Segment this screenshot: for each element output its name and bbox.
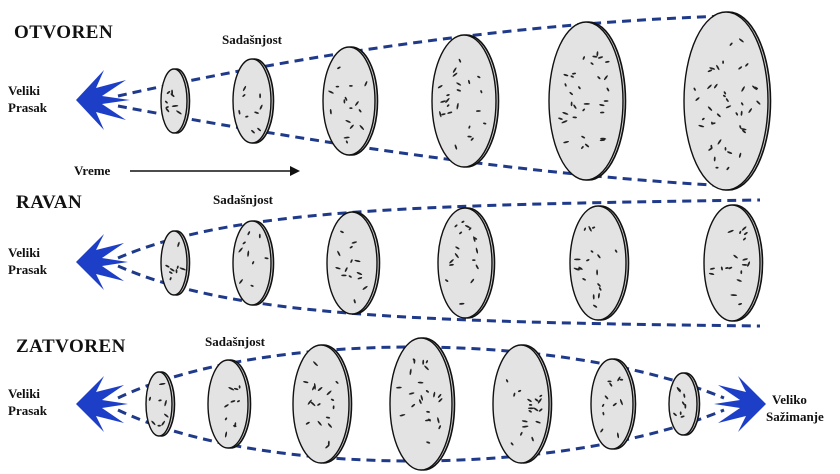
universe-slice-disc [233,59,274,143]
big-bang-burst-icon [76,70,130,130]
disc-face [432,35,496,167]
universe-slice-disc [293,345,352,463]
universe-slice-disc [323,47,378,155]
galaxy-mark [259,234,261,239]
start-label-line1-ravan: Veliki [8,245,40,260]
galaxy-mark [349,85,353,87]
present-label-ravan: Sadašnjost [213,192,274,207]
disc-face [161,69,187,133]
disc-face [233,221,271,305]
universe-slice-disc [233,221,274,305]
time-arrow-head-icon [290,166,300,176]
row-zatvoren: ZATVOREN Sadašnjost Veliki Prasak Veliko… [8,334,824,470]
universe-slice-disc [570,206,629,320]
time-label: Vreme [74,163,111,178]
disc-face [549,22,623,180]
disc-face [208,360,248,448]
universe-slice-disc [704,205,763,321]
universe-slice-disc [327,212,380,314]
big-bang-burst-icon [76,376,128,432]
galaxy-mark [528,407,534,409]
disc-face [570,206,626,320]
present-label-zatvoren: Sadašnjost [205,334,266,349]
universe-slice-disc [591,359,636,449]
disc-face [327,212,377,314]
disc-face [323,47,375,155]
universe-slice-disc [161,69,190,133]
universe-slice-disc [669,373,700,435]
expansion-envelope-top [118,16,730,96]
universe-slice-disc [390,338,455,470]
universe-slice-disc [549,22,626,180]
disc-face [704,205,760,321]
universe-slice-disc [208,360,251,448]
universe-slice-disc [161,231,190,295]
present-label-otvoren: Sadašnjost [222,32,283,47]
universe-slice-disc [493,345,552,463]
universe-slice-disc [146,372,175,436]
big-bang-burst-icon [76,234,128,290]
discs-zatvoren [146,338,700,470]
universe-slice-disc [438,208,495,318]
start-label-line1-otvoren: Veliki [8,83,40,98]
disc-face [438,208,492,318]
big-crunch-burst-icon [714,376,766,432]
disc-face [591,359,633,449]
discs-ravan [161,205,763,321]
end-label-line2: Sažimanje [766,409,824,424]
row-ravan: RAVAN Sadašnjost Veliki Prasak [8,192,763,326]
end-label-line1: Veliko [772,392,807,407]
start-label-line1-zatvoren: Veliki [8,386,40,401]
disc-face [293,345,349,463]
start-label-line2-ravan: Prasak [8,262,48,277]
disc-face [684,12,768,190]
disc-face [390,338,452,470]
start-label-line2-zatvoren: Prasak [8,403,48,418]
row-title-zatvoren: ZATVOREN [16,336,126,357]
row-title-ravan: RAVAN [16,192,82,213]
disc-face [161,231,187,295]
expansion-envelope-bottom [118,106,730,186]
row-title-otvoren: OTVOREN [14,22,113,43]
row-otvoren: OTVOREN Sadašnjost Veliki Prasak Vreme [8,12,771,190]
disc-face [493,345,549,463]
universe-slice-disc [432,35,499,167]
universe-slice-disc [684,12,771,190]
start-label-line2-otvoren: Prasak [8,100,48,115]
